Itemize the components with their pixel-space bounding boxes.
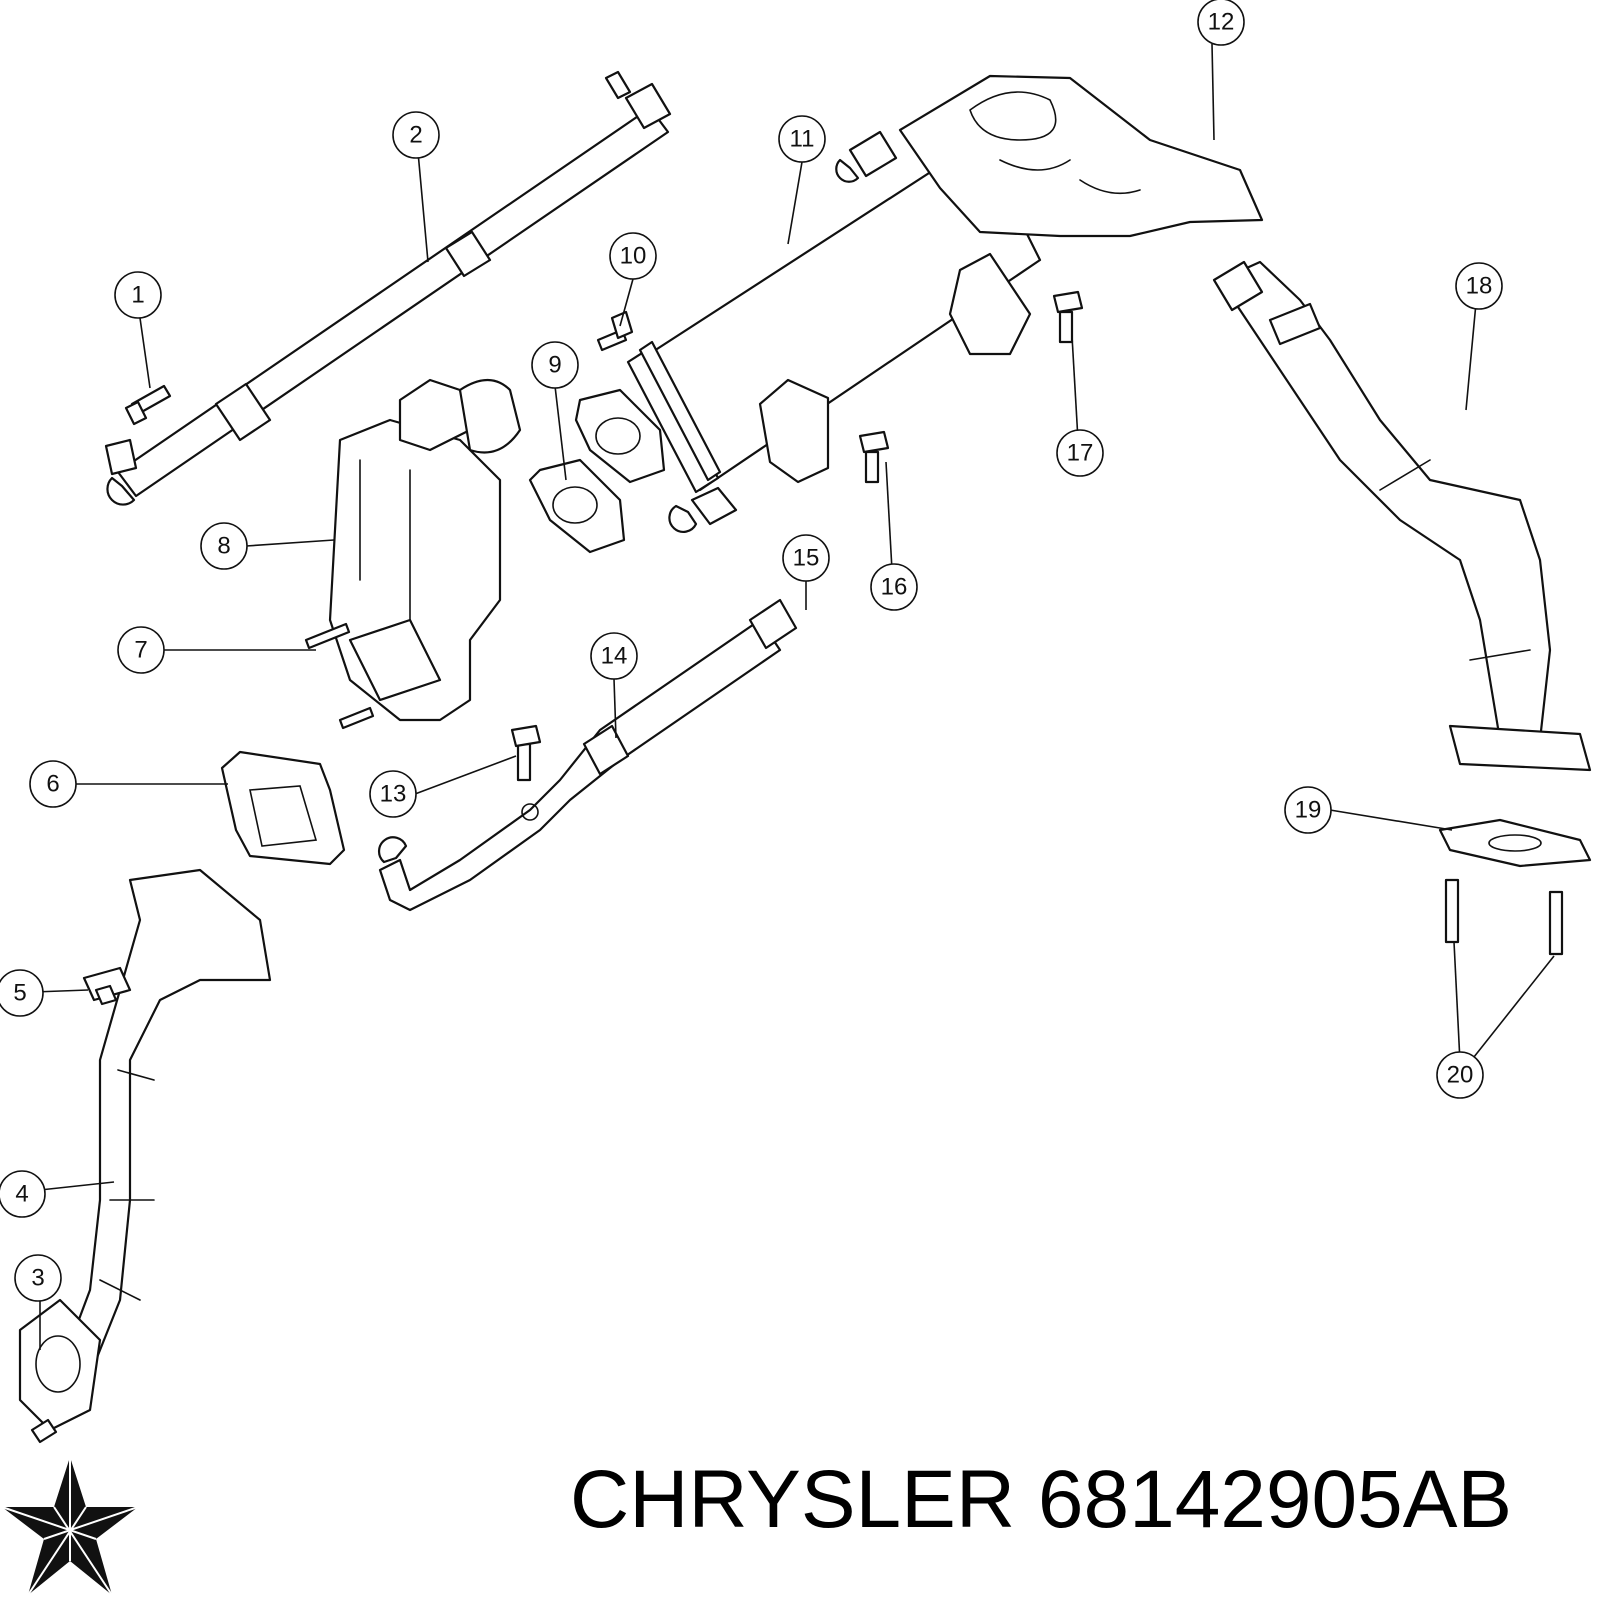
part-10-bolt: [596, 310, 634, 352]
svg-text:16: 16: [881, 574, 908, 601]
callout-14: 14: [590, 632, 638, 680]
callout-20: 20: [1436, 1051, 1484, 1099]
part-4-egr-tube: [58, 868, 272, 1402]
svg-text:8: 8: [217, 533, 230, 560]
callout-9: 9: [531, 341, 579, 389]
part-5-sensor: [82, 966, 132, 1006]
part-11-egr-cooler: [626, 130, 1042, 533]
part-16-bolt: [858, 430, 890, 484]
svg-text:13: 13: [380, 781, 407, 808]
svg-text:20: 20: [1447, 1062, 1474, 1089]
callout-10: 10: [609, 232, 657, 280]
part-20-studs: [1444, 878, 1564, 956]
callout-11: 11: [778, 115, 826, 163]
svg-text:9: 9: [548, 352, 561, 379]
svg-text:11: 11: [790, 126, 815, 153]
part-8-egr-valve: [328, 378, 522, 722]
svg-text:19: 19: [1295, 797, 1322, 824]
svg-text:6: 6: [46, 771, 59, 798]
svg-text:3: 3: [31, 1265, 44, 1292]
svg-text:1: 1: [131, 282, 144, 309]
part-18-egr-tube: [1212, 260, 1592, 772]
callout-18: 18: [1455, 262, 1503, 310]
callout-7: 7: [117, 626, 165, 674]
callout-19: 19: [1284, 786, 1332, 834]
svg-text:4: 4: [15, 1181, 28, 1208]
callout-16: 16: [870, 563, 918, 611]
part-17-bolt: [1052, 290, 1084, 344]
part-7-stud: [304, 622, 375, 730]
callout-13: 13: [369, 770, 417, 818]
part-6-gasket: [220, 750, 346, 866]
callout-2: 2: [392, 111, 440, 159]
leader-lines: [33, 43, 1555, 1350]
callout-12: 12: [1197, 0, 1245, 46]
cooler-inlet-flange: [574, 388, 666, 484]
svg-text:14: 14: [601, 643, 628, 670]
svg-text:10: 10: [620, 243, 647, 270]
callout-6: 6: [29, 760, 77, 808]
part-2-coolant-tube: [104, 70, 672, 506]
part-number: 68142905AB: [1037, 1454, 1513, 1545]
brand-part-label: CHRYSLER 68142905AB: [570, 1440, 1512, 1560]
callout-15: 15: [782, 534, 830, 582]
callout-17: 17: [1056, 429, 1104, 477]
svg-text:5: 5: [13, 980, 26, 1007]
callout-1: 1: [114, 271, 162, 319]
part-12-heat-shield: [898, 74, 1264, 238]
svg-text:15: 15: [793, 545, 820, 572]
part-9-gasket: [528, 458, 626, 554]
svg-text:18: 18: [1466, 273, 1493, 300]
svg-text:12: 12: [1208, 9, 1235, 36]
callout-3: 3: [14, 1254, 62, 1302]
part-14-coolant-hose: [377, 598, 798, 912]
callout-4: 4: [0, 1170, 46, 1218]
part-1-bolt: [124, 384, 172, 426]
brand-name: CHRYSLER: [570, 1454, 1016, 1545]
callout-5: 5: [0, 969, 44, 1017]
callout-8: 8: [200, 522, 248, 570]
svg-text:2: 2: [409, 122, 422, 149]
part-19-gasket: [1438, 818, 1592, 868]
chrysler-pentastar-icon: [1, 1457, 139, 1596]
svg-text:17: 17: [1067, 440, 1094, 467]
part-13-bolt: [510, 724, 542, 782]
svg-text:7: 7: [134, 637, 147, 664]
